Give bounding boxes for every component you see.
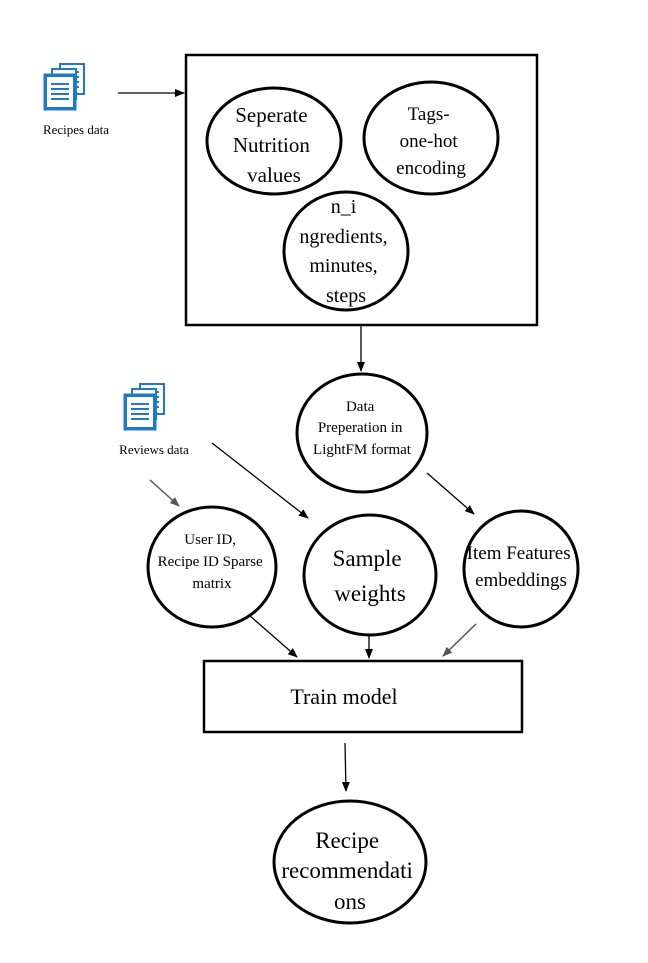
sparse-line-2: Recipe ID Sparse bbox=[158, 554, 263, 570]
recipes-data-source: Recipes data bbox=[43, 63, 109, 137]
svg-text:n_i ngredients, mi: n_i ngredients, minutes, steps bbox=[299, 196, 392, 307]
svg-text:Item Features embeddings: Item Features embeddings bbox=[467, 543, 576, 591]
train-model-label: Train model bbox=[290, 684, 397, 709]
recommendations-node: Recipe recommendati ons bbox=[272, 799, 428, 925]
recommendations-line-3: ons bbox=[334, 889, 366, 914]
sparse-matrix-node: User ID, Recipe ID Sparse matrix bbox=[146, 505, 278, 629]
data-prep-line-3: LightFM format bbox=[313, 442, 412, 458]
svg-text:Data Preperation in: Data Preperation in LightFM format bbox=[313, 399, 412, 458]
nutrition-line-3: values bbox=[247, 163, 301, 187]
item-features-line-1: Item Features bbox=[467, 543, 571, 564]
data-prep-line-1: Data bbox=[346, 399, 375, 415]
sparse-line-1: User ID, bbox=[184, 532, 236, 548]
arrow-item-features-to-train bbox=[442, 623, 477, 657]
reviews-data-label: Reviews data bbox=[119, 442, 189, 457]
tags-line-2: one-hot bbox=[400, 131, 459, 152]
sparse-line-3: matrix bbox=[192, 576, 232, 592]
arrow-train-to-recommendations bbox=[341, 742, 350, 792]
documents-icon bbox=[43, 63, 85, 111]
nutrition-node: Seperate Nutrition values bbox=[205, 86, 343, 196]
svg-text:Tags- one-hot enco: Tags- one-hot encoding bbox=[396, 104, 466, 179]
numeric-line-1: n_i bbox=[331, 196, 357, 218]
numeric-line-3: minutes, bbox=[309, 255, 377, 277]
arrow-sparse-to-train bbox=[248, 614, 298, 658]
nutrition-line-2: Nutrition bbox=[233, 133, 310, 157]
tags-node: Tags- one-hot encoding bbox=[362, 80, 500, 196]
svg-text:Sample weights: Sample weights bbox=[333, 546, 408, 606]
tags-line-1: Tags- bbox=[408, 104, 450, 125]
svg-text:User ID, Recipe ID Spars: User ID, Recipe ID Sparse matrix bbox=[158, 532, 267, 592]
arrow-data-prep-to-item-features bbox=[426, 472, 475, 515]
arrow-reviews-to-sparse bbox=[149, 479, 180, 507]
numeric-line-4: steps bbox=[326, 285, 366, 307]
data-preparation-node: Data Preperation in LightFM format bbox=[295, 372, 429, 494]
svg-text:Seperate Nutrition: Seperate Nutrition values bbox=[233, 103, 315, 187]
recommendations-line-1: Recipe bbox=[315, 828, 379, 853]
recommendations-line-2: recommendati bbox=[281, 858, 413, 883]
item-features-node: Item Features embeddings bbox=[462, 509, 580, 629]
svg-text:Recipe recommendati: Recipe recommendati ons bbox=[281, 828, 418, 914]
reviews-data-source: Reviews data bbox=[119, 383, 189, 457]
train-model-node: Train model bbox=[202, 659, 524, 734]
preprocessing-box bbox=[184, 53, 539, 327]
documents-icon bbox=[123, 383, 165, 431]
weights-line-1: Sample bbox=[333, 546, 402, 571]
sample-weights-node: Sample weights bbox=[302, 513, 438, 637]
nutrition-line-1: Seperate bbox=[235, 103, 307, 127]
weights-line-2: weights bbox=[334, 581, 406, 606]
tags-line-3: encoding bbox=[396, 158, 466, 179]
numeric-line-2: ngredients, bbox=[299, 226, 387, 248]
recipes-data-label: Recipes data bbox=[43, 122, 109, 137]
item-features-line-2: embeddings bbox=[475, 570, 567, 591]
arrow-reviews-to-weights bbox=[211, 442, 309, 519]
numeric-features-node: n_i ngredients, minutes, steps bbox=[282, 190, 410, 312]
data-prep-line-2: Preperation in bbox=[318, 420, 403, 436]
